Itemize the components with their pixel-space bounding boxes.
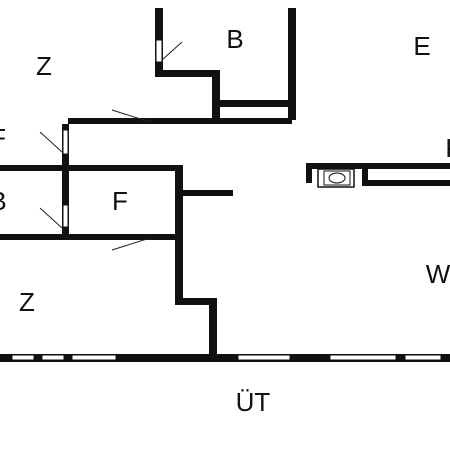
walls [0,8,450,362]
doors [39,41,183,251]
door-z-bottom [111,237,151,251]
wall-hall-top [68,118,292,124]
window-4 [237,354,291,361]
door-b-left [39,207,63,229]
room-label-e: E [413,31,430,61]
wall-b-top-mid [155,70,219,77]
window-left-upper [62,129,69,155]
wall-kitchen-counter [366,180,450,186]
window-5 [329,354,397,361]
wall-center-vertical [175,165,183,305]
door-b-top [161,41,183,61]
door-f-left [39,131,63,153]
room-label-b-left: B [0,186,7,216]
room-label-b-top: B [226,24,243,54]
window-6 [404,354,442,361]
wall-b-top-right [288,8,296,120]
wall-left-bottom [0,234,180,240]
wall-center-stub [175,190,233,196]
room-label-w: W [426,259,450,289]
wall-f-b-divider [0,165,180,171]
wall-b-top-stub [212,70,220,120]
wall-outer-bottom [0,354,450,362]
room-label-f-center: F [112,186,128,216]
door-hall-top [111,109,151,123]
stove-icon [317,168,355,188]
wall-center-down [209,298,217,356]
window-top-b [155,39,163,63]
wall-b-top-bottom [212,100,292,107]
wall-kitchen-top [306,163,450,169]
wall-kitchen-left [306,163,312,183]
room-label-z-bottom: Z [19,287,35,317]
wall-center-lower [175,298,215,305]
window-left-vertical [62,204,69,228]
room-labels: Z B E F B F K W Z ÜT [0,24,450,417]
windows [11,39,442,361]
window-1 [11,354,35,361]
room-label-k: K [445,133,450,163]
room-label-f-left: F [0,123,6,153]
room-label-z-top: Z [36,51,52,81]
wall-kitchen-post [362,163,368,186]
wall-left-vertical [62,124,69,240]
window-3 [71,354,117,361]
window-2 [41,354,65,361]
room-label-ut: ÜT [236,387,271,417]
